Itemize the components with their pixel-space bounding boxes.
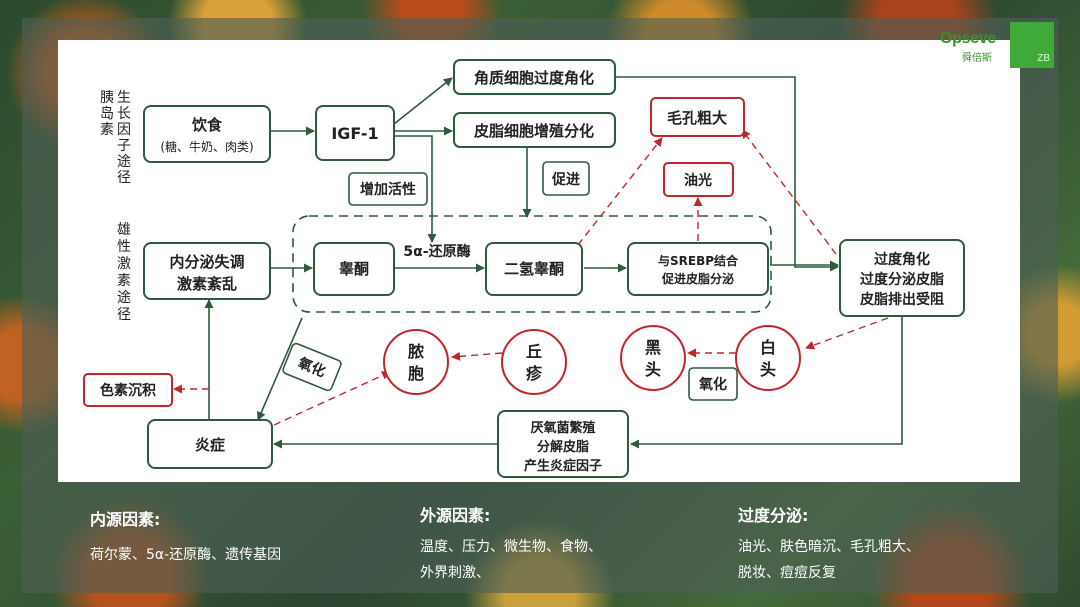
brand-subname: 舜倍斯 — [962, 53, 992, 64]
footer-external-line1: 温度、压力、微生物、食物、 — [420, 539, 602, 555]
side-label-androgen: 雄性激素途径 — [117, 222, 131, 323]
arrow-papule-pus — [451, 351, 503, 361]
node-oxidize1 — [282, 342, 342, 392]
androgen-group-box — [292, 215, 772, 313]
arrow-dht-pore — [577, 137, 663, 246]
papule-line1: 丘 — [526, 342, 542, 361]
node-kera — [453, 59, 616, 95]
arrow-kera-over — [615, 76, 839, 272]
node-inflam — [147, 419, 273, 469]
dht-label: 二氢睾酮 — [504, 260, 564, 278]
node-pore — [650, 97, 745, 137]
footer-excess-line2: 脱妆、痘痘反复 — [738, 565, 836, 581]
arrow-inflam-pus — [273, 371, 391, 426]
footer-internal-title: 内源因素: — [90, 510, 161, 529]
black-line2: 头 — [645, 360, 661, 379]
oily-label: 油光 — [684, 172, 712, 189]
node-over — [839, 239, 965, 317]
svg-text:生长因子途径胰岛素: 生长因子途径胰岛素 — [100, 90, 131, 186]
node-srebp — [627, 242, 769, 296]
node-dht — [485, 242, 583, 296]
diet-line2: (糖、牛奶、肉类) — [160, 139, 253, 154]
inflam-label: 炎症 — [195, 436, 225, 454]
diet-line1: 饮食 — [191, 116, 223, 134]
igf-label: IGF-1 — [331, 124, 378, 143]
promote-label: 促进 — [551, 171, 580, 188]
activity-label: 增加活性 — [360, 181, 416, 198]
footer-external-title: 外源因素: — [420, 506, 491, 525]
svg-text:雄性激素途径: 雄性激素途径 — [117, 222, 131, 323]
endo-line1: 内分泌失调 — [169, 253, 244, 271]
oxidize2-label: 氧化 — [698, 376, 727, 393]
node-endo — [143, 242, 271, 300]
footer-excess: 过度分泌: 油光、肤色暗沉、毛孔粗大、 脱妆、痘痘反复 — [738, 502, 920, 586]
pigment-label: 色素沉积 — [100, 382, 156, 399]
arrow-igf-kera — [393, 77, 453, 125]
footer-internal: 内源因素: 荷尔蒙、5α-还原酶、遗传基因 — [90, 506, 281, 568]
white-line1: 白 — [760, 338, 776, 357]
footer-external-line2: 外界刺激、 — [420, 565, 490, 581]
pore-label: 毛孔粗大 — [667, 109, 727, 127]
anaerobe-line2: 分解皮脂 — [537, 439, 589, 455]
white-line2: 头 — [760, 360, 776, 379]
endo-line2: 激素紊乱 — [177, 275, 237, 293]
arrow-over-white — [805, 317, 889, 350]
anaerobe-line1: 厌氧菌繁殖 — [530, 420, 595, 436]
srebp-line1: 与SREBP结合 — [658, 253, 739, 268]
footer-external: 外源因素: 温度、压力、微生物、食物、 外界刺激、 — [420, 502, 602, 586]
pus-line2: 胞 — [407, 364, 424, 383]
node-pigment — [83, 373, 173, 407]
footer-internal-line1: 荷尔蒙、5α-还原酶、遗传基因 — [90, 547, 282, 563]
node-promote — [542, 161, 590, 196]
node-black — [620, 325, 686, 391]
footer-excess-title: 过度分泌: — [738, 506, 809, 525]
pus-line1: 脓 — [407, 342, 425, 361]
testo-label: 睾酮 — [339, 260, 369, 278]
node-diet — [143, 105, 271, 163]
arrow-over-anaerobe — [630, 317, 903, 449]
arrow-box-inflam — [257, 317, 303, 421]
brand-name: Opseve — [940, 30, 997, 47]
sebo-label: 皮脂细胞增殖分化 — [474, 122, 594, 140]
papule-line2: 疹 — [526, 364, 543, 383]
arrow-over-pore — [741, 129, 837, 255]
side-label-growth: 生长因子途径胰岛素 — [100, 90, 131, 186]
over-line3: 皮脂排出受阻 — [859, 291, 944, 308]
footer-excess-line1: 油光、肤色暗沉、毛孔粗大、 — [738, 539, 920, 555]
node-pus — [383, 329, 449, 395]
enzyme-label: 5α-还原酶 — [403, 243, 470, 260]
black-line1: 黑 — [645, 338, 661, 357]
over-line2: 过度分泌皮脂 — [860, 271, 944, 288]
node-sebo — [453, 112, 616, 148]
node-papule — [501, 329, 567, 395]
node-activity — [348, 172, 428, 206]
node-white — [735, 325, 801, 391]
node-igf — [315, 105, 395, 161]
over-line1: 过度角化 — [874, 251, 930, 268]
srebp-line2: 促进皮脂分泌 — [661, 271, 734, 286]
node-oily — [663, 162, 734, 197]
arrow-igf-enzyme — [394, 135, 437, 243]
node-anaerobe — [497, 410, 629, 478]
node-testo — [313, 242, 395, 296]
anaerobe-line3: 产生炎症因子 — [524, 458, 602, 474]
brand-logo: Opseve 舜倍斯 — [940, 30, 1010, 64]
kera-label: 角质细胞过度角化 — [474, 69, 594, 87]
node-oxidize2 — [688, 367, 738, 401]
zb-badge: ZB — [1010, 22, 1054, 68]
